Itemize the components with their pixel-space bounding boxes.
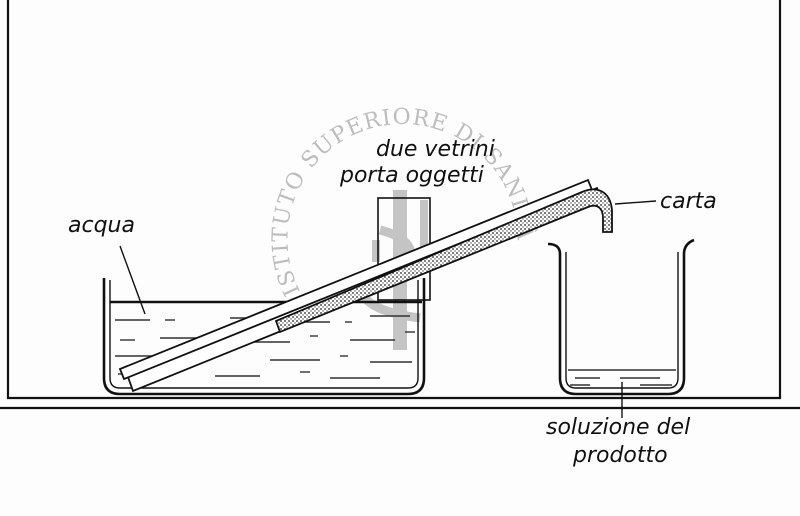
solution-hatching [568, 369, 676, 386]
label-slides-line1: due vetrini [376, 137, 495, 162]
leader-lines [119, 200, 657, 418]
leader-water [119, 245, 146, 315]
paper-strip [274, 188, 613, 334]
label-solution-line1: soluzione del [546, 415, 690, 440]
tank-inner-wall [109, 280, 419, 389]
beaker [547, 238, 695, 396]
label-water: acqua [68, 213, 135, 238]
tank-wall [102, 278, 426, 396]
enclosure-walls [6, 0, 782, 400]
leader-paper [614, 200, 657, 205]
label-slides-line2: porta oggetti [339, 163, 484, 188]
label-paper: carta [660, 189, 717, 214]
glass-slides [118, 178, 613, 393]
beaker-inner-wall [565, 252, 679, 389]
label-solution-line2: prodotto [572, 443, 668, 468]
enclosure [0, 0, 800, 410]
slide-upper [118, 178, 594, 381]
beaker-wall [547, 238, 695, 396]
